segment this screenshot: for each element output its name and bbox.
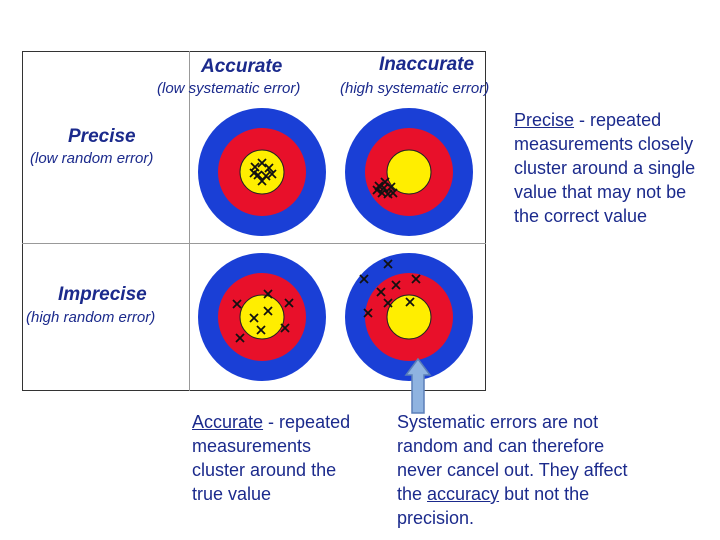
column-header-inaccurate: Inaccurate: [379, 54, 475, 75]
column-header-accurate: Accurate: [201, 56, 283, 77]
grid-divider-horizontal: [22, 243, 486, 244]
systematic-note-post: but not the precision.: [397, 484, 590, 528]
grid-divider-vertical: [189, 51, 190, 391]
target-icon: [198, 253, 326, 381]
precise-note-text: - repeated measurements closely cluster …: [514, 110, 696, 226]
target-grid: [22, 51, 486, 391]
target-icon: [345, 253, 473, 381]
column-sub-accurate: (low systematic error): [157, 80, 301, 97]
column-sub-inaccurate: (high systematic error): [340, 80, 490, 97]
accurate-note: Accurate - repeated measurements cluster…: [192, 410, 362, 506]
up-arrow-icon: [404, 357, 432, 414]
row-sub-imprecise: (high random error): [26, 309, 156, 326]
precise-note: Precise - repeated measurements closely …: [514, 108, 714, 228]
precise-note-term: Precise: [514, 110, 575, 130]
row-header-imprecise: Imprecise: [58, 284, 147, 305]
target-icon: [345, 108, 473, 236]
systematic-note: Systematic errors are not random and can…: [397, 410, 637, 530]
accurate-note-term: Accurate: [192, 412, 264, 432]
systematic-note-pre: Systematic errors are not random and can…: [397, 412, 628, 504]
row-header-precise: Precise: [68, 126, 136, 147]
row-sub-precise: (low random error): [30, 150, 154, 167]
accurate-note-text: - repeated measurements cluster around t…: [192, 412, 351, 504]
systematic-note-term: accuracy: [427, 484, 500, 504]
